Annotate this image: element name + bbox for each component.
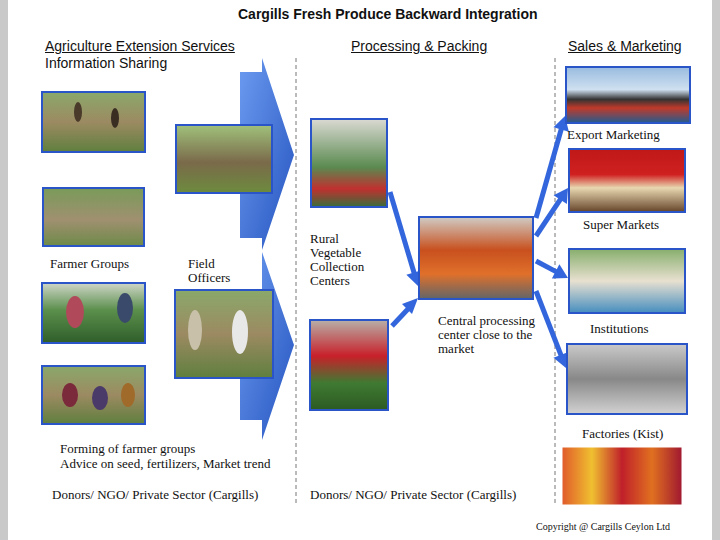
- label-text: Donors/ NGO/ Private Sector (Cargills): [52, 487, 258, 503]
- photo-node: Factories (Kist): [566, 343, 688, 443]
- photo: [42, 187, 145, 247]
- photo-node: Rural Vegetable Collection Centers: [310, 118, 390, 290]
- photo-caption: Central processing center close to the m…: [438, 314, 536, 356]
- label-text: Information Sharing: [45, 55, 167, 71]
- photo: [568, 148, 686, 213]
- label-text: Advice on seed, fertilizers, Market tren…: [60, 456, 270, 472]
- photo-caption: Export Marketing: [567, 128, 692, 142]
- window-edge: [0, 0, 8, 540]
- photo-caption: Farmer Groups: [50, 257, 145, 271]
- label-text: Copyright @ Cargills Ceylon Ltd: [536, 521, 670, 532]
- photo: [310, 118, 388, 208]
- arrow-shaft: [390, 192, 415, 274]
- photo-node: Super Markets: [568, 148, 686, 234]
- arrow-shaft: [536, 198, 561, 236]
- title: Cargills Fresh Produce Backward Integrat…: [238, 6, 538, 22]
- label-text: Sales & Marketing: [568, 38, 682, 54]
- photo-caption: Super Markets: [583, 218, 686, 232]
- arrow-shaft: [536, 291, 562, 357]
- label-text: Donors/ NGO/ Private Sector (Cargills): [310, 487, 516, 503]
- photo: [418, 216, 534, 300]
- photo-node: Export Marketing: [565, 66, 693, 144]
- label-text: Processing & Packing: [351, 38, 487, 54]
- flow-arrow: [536, 261, 568, 278]
- photo-node: Institutions: [568, 248, 686, 338]
- photo-caption: Factories (Kist): [582, 427, 688, 441]
- photo-node: Central processing center close to the m…: [418, 216, 536, 358]
- photo-node: Field Officers: [175, 124, 273, 287]
- photo: [565, 66, 691, 124]
- photo-node: Farmer Groups: [42, 187, 145, 273]
- label-text: Forming of farmer groups: [60, 441, 195, 457]
- photo-caption: Institutions: [590, 322, 686, 336]
- photo: [568, 248, 686, 314]
- arrow-shaft: [536, 261, 557, 272]
- photo-caption: Rural Vegetable Collection Centers: [310, 232, 390, 288]
- photo: [566, 343, 688, 415]
- photo: [175, 124, 273, 194]
- flow-arrow: [390, 192, 422, 286]
- photo-caption: Field Officers: [188, 257, 250, 285]
- flow-arrow: [536, 116, 569, 218]
- flow-arrow: [536, 291, 568, 368]
- window-edge: [712, 0, 720, 540]
- label-text: Agriculture Extension Services: [45, 38, 235, 54]
- flow-arrow: [536, 188, 568, 236]
